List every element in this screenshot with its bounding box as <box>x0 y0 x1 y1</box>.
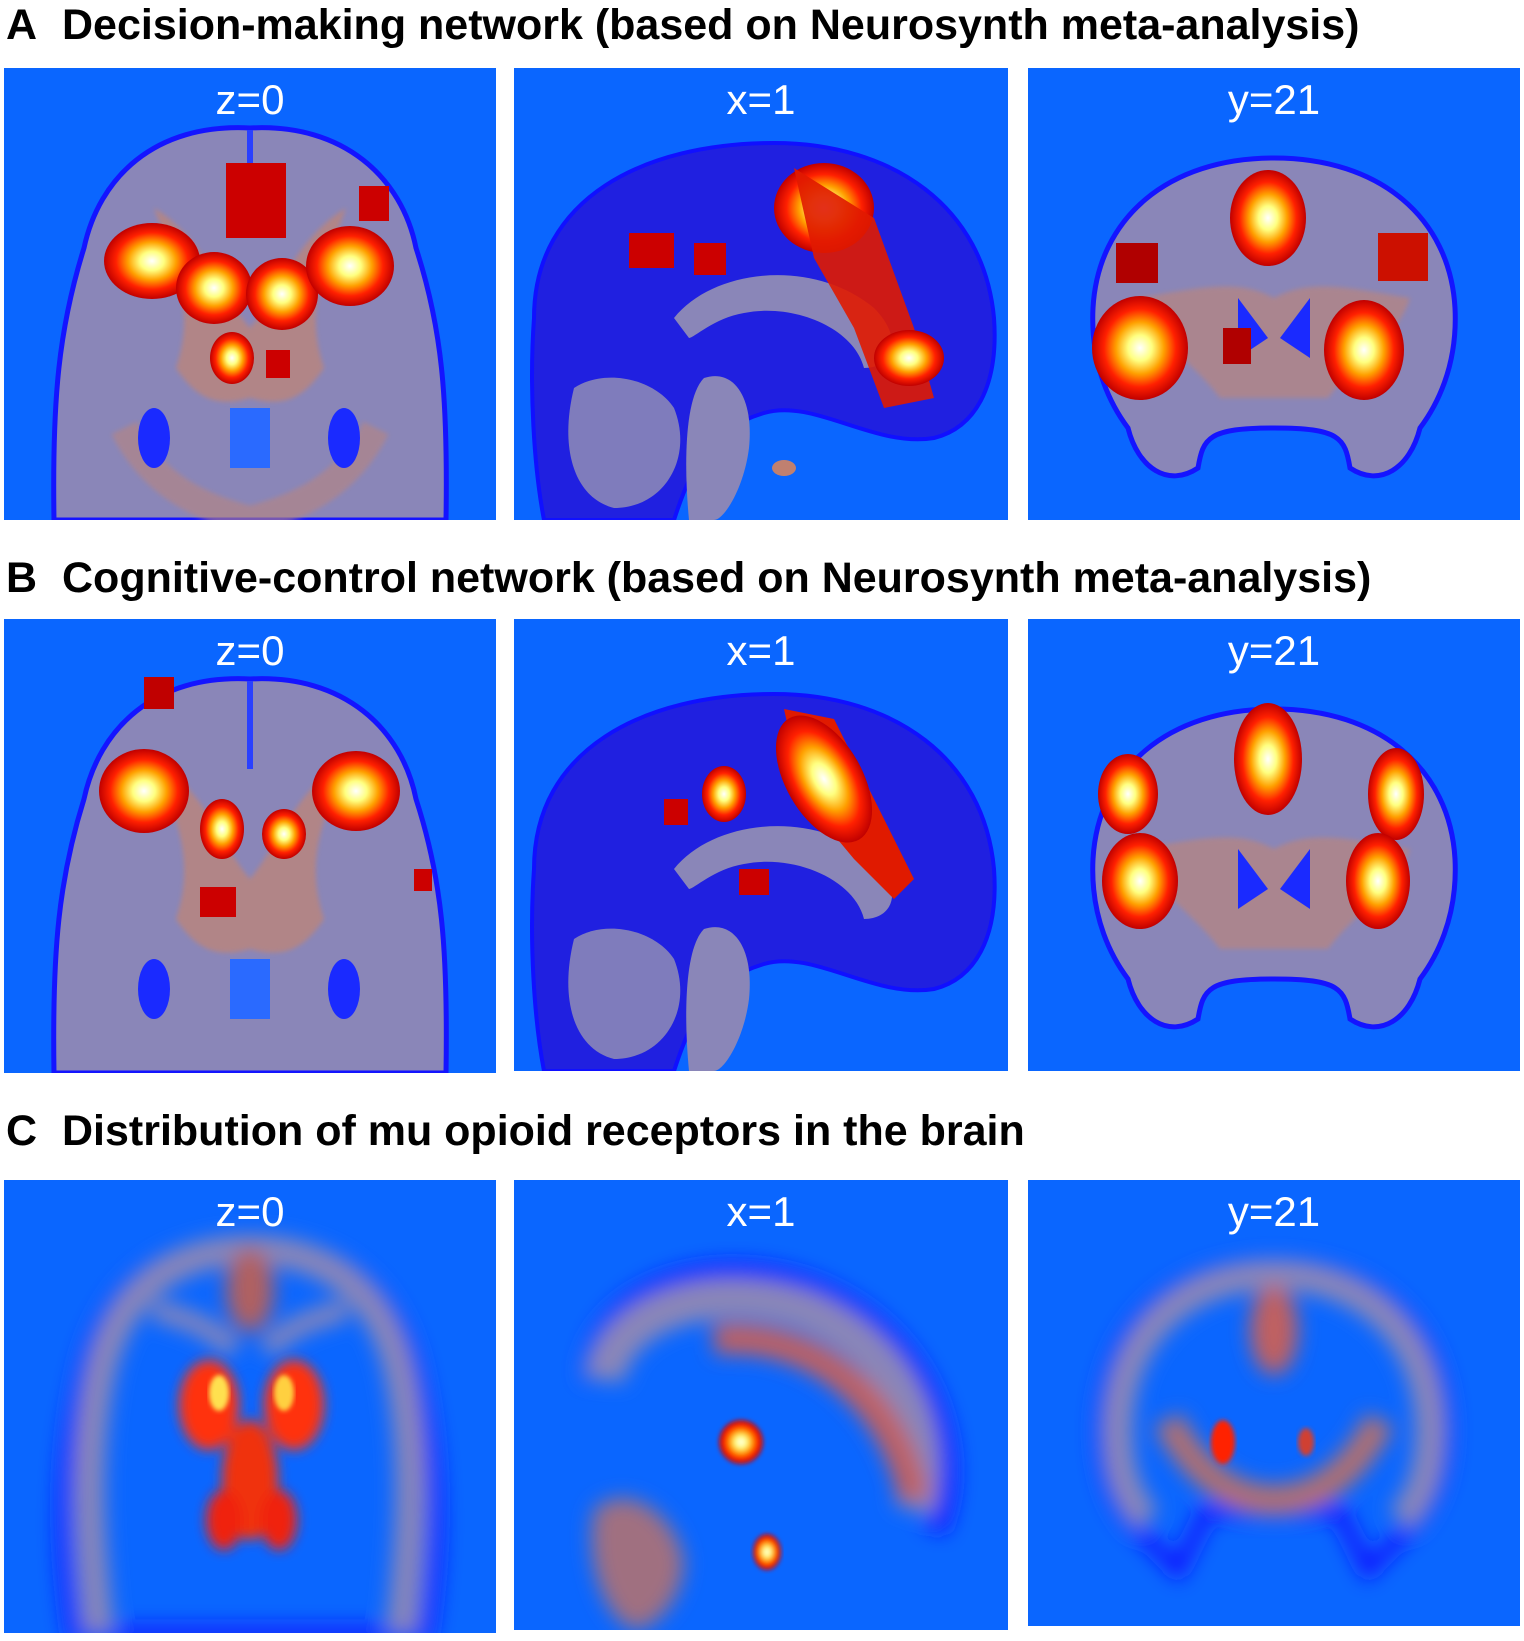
axial-brain-image <box>51 125 449 520</box>
row-c-title-text: Distribution of mu opioid receptors in t… <box>62 1107 1025 1155</box>
panel-c-coronal: y=21 <box>1028 1180 1520 1626</box>
panel-a-coronal: y=21 <box>1028 68 1520 520</box>
row-c-title: C Distribution of mu opioid receptors in … <box>6 1110 1025 1153</box>
sagittal-brain-image <box>530 691 997 1071</box>
row-b-title-text: Cognitive-control network (based on Neur… <box>62 554 1372 602</box>
axial-receptor-map <box>57 1235 443 1633</box>
row-a-title-text: Decision-making network (based on Neuros… <box>62 1 1360 49</box>
coord-label: x=1 <box>726 627 796 674</box>
coord-label: z=0 <box>215 1188 285 1235</box>
coronal-brain-image <box>1090 155 1458 479</box>
row-b-title: B Cognitive-control network (based on Neu… <box>6 557 1371 600</box>
panel-b-coronal: y=21 <box>1028 619 1520 1071</box>
row-a-letter: A <box>6 1 38 49</box>
coord-label: y=21 <box>1227 627 1321 674</box>
coord-label: y=21 <box>1227 1188 1321 1235</box>
coord-label: z=0 <box>215 76 285 123</box>
row-a-title: A Decision-making network (based on Neuro… <box>6 4 1359 47</box>
panel-a-sagittal: x=1 <box>514 68 1008 520</box>
coronal-receptor-map <box>1095 1257 1453 1582</box>
panel-a-axial: z=0 <box>4 68 496 520</box>
coord-label: y=21 <box>1227 76 1321 123</box>
panel-c-axial: z=0 <box>4 1180 496 1633</box>
sagittal-receptor-map <box>582 1262 957 1630</box>
coord-label: z=0 <box>215 627 285 674</box>
row-b-letter: B <box>6 554 38 602</box>
row-c-letter: C <box>6 1107 38 1155</box>
coord-label: x=1 <box>726 76 796 123</box>
panel-b-axial: z=0 <box>4 619 496 1073</box>
coord-label: x=1 <box>726 1188 796 1235</box>
coronal-brain-image <box>1090 703 1458 1030</box>
panel-c-sagittal: x=1 <box>514 1180 1008 1630</box>
axial-brain-image <box>51 676 449 1073</box>
panel-b-sagittal: x=1 <box>514 619 1008 1071</box>
sagittal-brain-image <box>530 140 997 520</box>
